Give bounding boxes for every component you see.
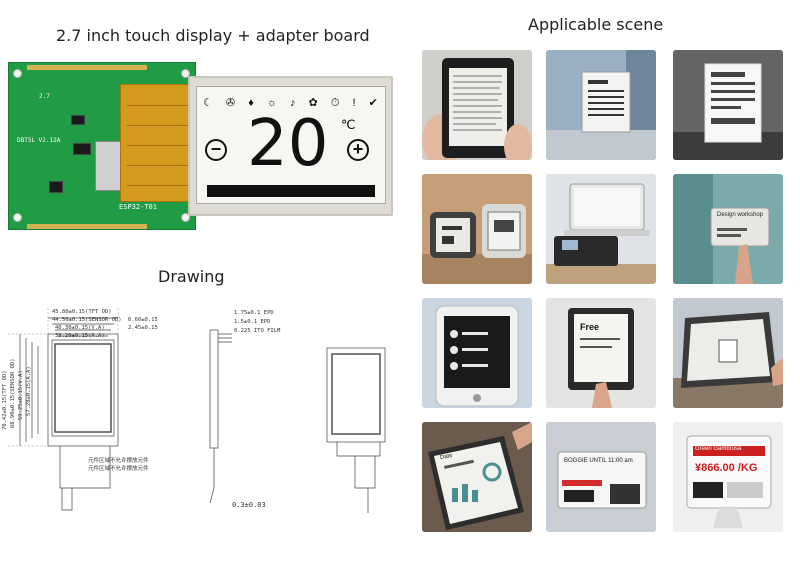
dim-right-2: 2.45±0.15 — [128, 325, 158, 331]
dim-top-4: 38.20±0.15(A.A) — [55, 333, 105, 339]
notebook-tablet-illustration — [422, 422, 532, 532]
dim-right-1: 0.60±0.15 — [128, 317, 158, 323]
product-heading: 2.7 inch touch display + adapter board — [56, 26, 370, 45]
note-a: 元件区域不允许摆放元件 — [88, 458, 149, 464]
price-tag-illustration — [673, 422, 783, 532]
note-b: 元件区域不允许摆放元件 — [88, 466, 149, 472]
epaper-display: ☾ ✇ ♦ ☼ ♪ ✿ ⏱ ! ✔ − 20 ℃ + — [188, 76, 393, 216]
mount-hole — [181, 213, 190, 222]
free-tablet-illustration — [546, 298, 656, 408]
side-dim-1: 1.75±0.1 EPD — [234, 310, 274, 316]
side-dim-2: 1.5±0.1 EPD — [234, 319, 271, 325]
free-label: Free — [580, 322, 600, 332]
ereader-illustration — [422, 50, 532, 160]
scene-free-tablet: Free — [546, 298, 656, 408]
shelf-label-text: BOGGIE UNTIL 11:00 am — [564, 458, 633, 464]
smart-panel-illustration — [422, 298, 532, 408]
workshop-illustration — [673, 174, 783, 284]
scene-heading: Applicable scene — [528, 15, 664, 34]
dim-left-2: 68.90±0.15(SENSOR OD) — [10, 358, 16, 428]
chip — [73, 143, 91, 155]
minus-icon: − — [205, 139, 227, 161]
mount-hole — [13, 213, 22, 222]
scene-smart-panel — [422, 298, 532, 408]
scene-laptop-printer — [546, 174, 656, 284]
plus-icon: + — [347, 139, 369, 161]
wall-sign-illustration — [546, 50, 656, 160]
drawing-heading: Drawing — [158, 267, 225, 286]
dim-left-3: 59.25±0.15(V.A) — [18, 370, 24, 420]
scene-desk-tag — [673, 50, 783, 160]
scene-price-tag: Green Gambrosa ¥866.00 /KG — [673, 422, 783, 532]
dim-left-4: 57.28±0.15(A.A) — [26, 366, 32, 416]
header-pins — [27, 224, 147, 229]
mount-hole — [181, 69, 190, 78]
board-pin-label: 2.7 — [39, 93, 50, 100]
tablet-desk-illustration — [673, 298, 783, 408]
shelf-label-illustration — [546, 422, 656, 532]
dim-left-1: 70.42±0.15(TFT OD) — [2, 370, 8, 430]
drawing-lines — [8, 308, 386, 513]
status-icons: ☾ ✇ ♦ ☼ ♪ ✿ ⏱ ! ✔ — [203, 97, 383, 109]
produce-name: Green Gambrosa — [695, 446, 742, 452]
board-version-label: DBTSL V2.12A — [17, 137, 61, 144]
scene-design-workshop: Design workshop — [673, 174, 783, 284]
chip — [49, 181, 63, 193]
epaper-screen: ☾ ✇ ♦ ☼ ♪ ✿ ⏱ ! ✔ − 20 ℃ + — [196, 86, 386, 204]
chip — [71, 115, 85, 125]
side-dim-3: 0.225 ITO FILM — [234, 328, 281, 334]
scene-shelf-label: BOGGIE UNTIL 11:00 am — [546, 422, 656, 532]
price-value: ¥866.00 /KG — [695, 462, 758, 474]
board-esp-label: ESP32-T01 — [119, 203, 157, 211]
scene-wall-sign — [546, 50, 656, 160]
scene-ereader-hand — [422, 50, 532, 160]
display-bar — [207, 185, 375, 197]
laptop-printer-illustration — [546, 174, 656, 284]
mount-hole — [13, 69, 22, 78]
desk-tag-illustration — [673, 50, 783, 160]
scene-tablet-desk — [673, 298, 783, 408]
dim-top-3: 40.30±0.15(V.A) — [55, 325, 105, 331]
dim-top-1: 45.80±0.15(TFT OD) — [52, 309, 112, 315]
mechanical-drawing: 45.80±0.15(TFT OD) 44.50±0.15(SENSOR OD)… — [0, 288, 400, 528]
scene-weather-station — [422, 174, 532, 284]
bottom-dim: 0.3±0.03 — [232, 501, 266, 509]
temperature-unit: ℃ — [341, 117, 356, 132]
workshop-text: Design workshop — [717, 212, 764, 218]
scene-notebook-tablet: Date — [422, 422, 532, 532]
weather-station-illustration — [422, 174, 532, 284]
temperature-value: 20 — [247, 107, 329, 181]
dim-top-2: 44.50±0.15(SENSOR OD) — [52, 317, 122, 323]
header-pins — [27, 65, 147, 70]
